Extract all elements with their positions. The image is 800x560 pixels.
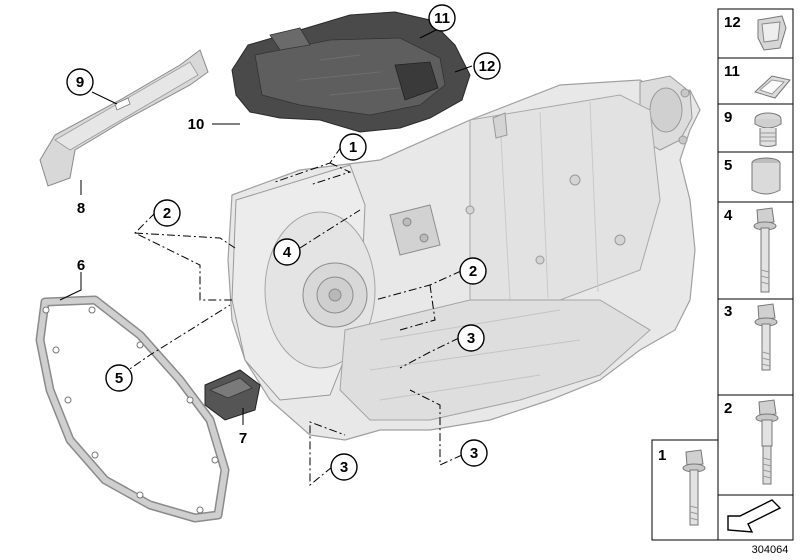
label-6: 6 bbox=[77, 257, 85, 274]
callout-2-left: 2 bbox=[153, 199, 181, 227]
gasket-part-6 bbox=[35, 295, 230, 523]
callout-4: 4 bbox=[273, 238, 301, 266]
panel-4: 4 bbox=[724, 207, 777, 293]
svg-text:3: 3 bbox=[724, 303, 732, 320]
callout-5: 5 bbox=[105, 364, 133, 392]
svg-text:2: 2 bbox=[163, 205, 171, 222]
svg-text:4: 4 bbox=[724, 207, 733, 224]
svg-text:3: 3 bbox=[470, 445, 478, 462]
callout-3-mid: 3 bbox=[457, 324, 485, 352]
arrow-symbol-icon bbox=[727, 499, 782, 533]
svg-text:11: 11 bbox=[434, 10, 450, 27]
callout-12: 12 bbox=[473, 52, 501, 80]
svg-text:9: 9 bbox=[76, 74, 84, 91]
callout-11: 11 bbox=[428, 4, 456, 32]
svg-text:11: 11 bbox=[724, 63, 740, 80]
svg-text:9: 9 bbox=[724, 109, 732, 126]
callout-3-bottom-left: 3 bbox=[330, 453, 358, 481]
label-10: 10 bbox=[188, 116, 205, 133]
panel-2: 2 bbox=[724, 399, 779, 485]
svg-text:2: 2 bbox=[724, 400, 732, 417]
callout-3-bottom-right: 3 bbox=[460, 439, 488, 467]
svg-text:12: 12 bbox=[724, 14, 741, 31]
svg-text:1: 1 bbox=[658, 447, 666, 464]
svg-text:12: 12 bbox=[479, 58, 496, 75]
svg-text:5: 5 bbox=[115, 370, 123, 387]
diagram-reference-number: 304064 bbox=[752, 544, 789, 556]
panel-1: 1 bbox=[658, 447, 706, 526]
panel-12: 12 bbox=[724, 14, 787, 51]
panel-9: 9 bbox=[724, 109, 782, 147]
callout-1: 1 bbox=[339, 133, 367, 161]
bracket-part-8 bbox=[39, 49, 209, 187]
label-8: 8 bbox=[77, 200, 85, 217]
svg-text:1: 1 bbox=[349, 139, 357, 156]
panel-5: 5 bbox=[724, 157, 781, 195]
callout-2-right: 2 bbox=[459, 257, 487, 285]
panel-11: 11 bbox=[724, 63, 791, 99]
svg-text:4: 4 bbox=[283, 244, 292, 261]
connector-part-7 bbox=[204, 369, 261, 421]
panel-3: 3 bbox=[724, 303, 778, 371]
parts-panel: 12 11 9 5 4 bbox=[651, 8, 794, 541]
svg-text:3: 3 bbox=[467, 330, 475, 347]
svg-text:5: 5 bbox=[724, 157, 732, 174]
label-7: 7 bbox=[239, 430, 247, 447]
svg-text:3: 3 bbox=[340, 459, 348, 476]
heat-shield bbox=[231, 11, 471, 133]
svg-text:2: 2 bbox=[469, 263, 477, 280]
callout-9: 9 bbox=[66, 68, 94, 96]
